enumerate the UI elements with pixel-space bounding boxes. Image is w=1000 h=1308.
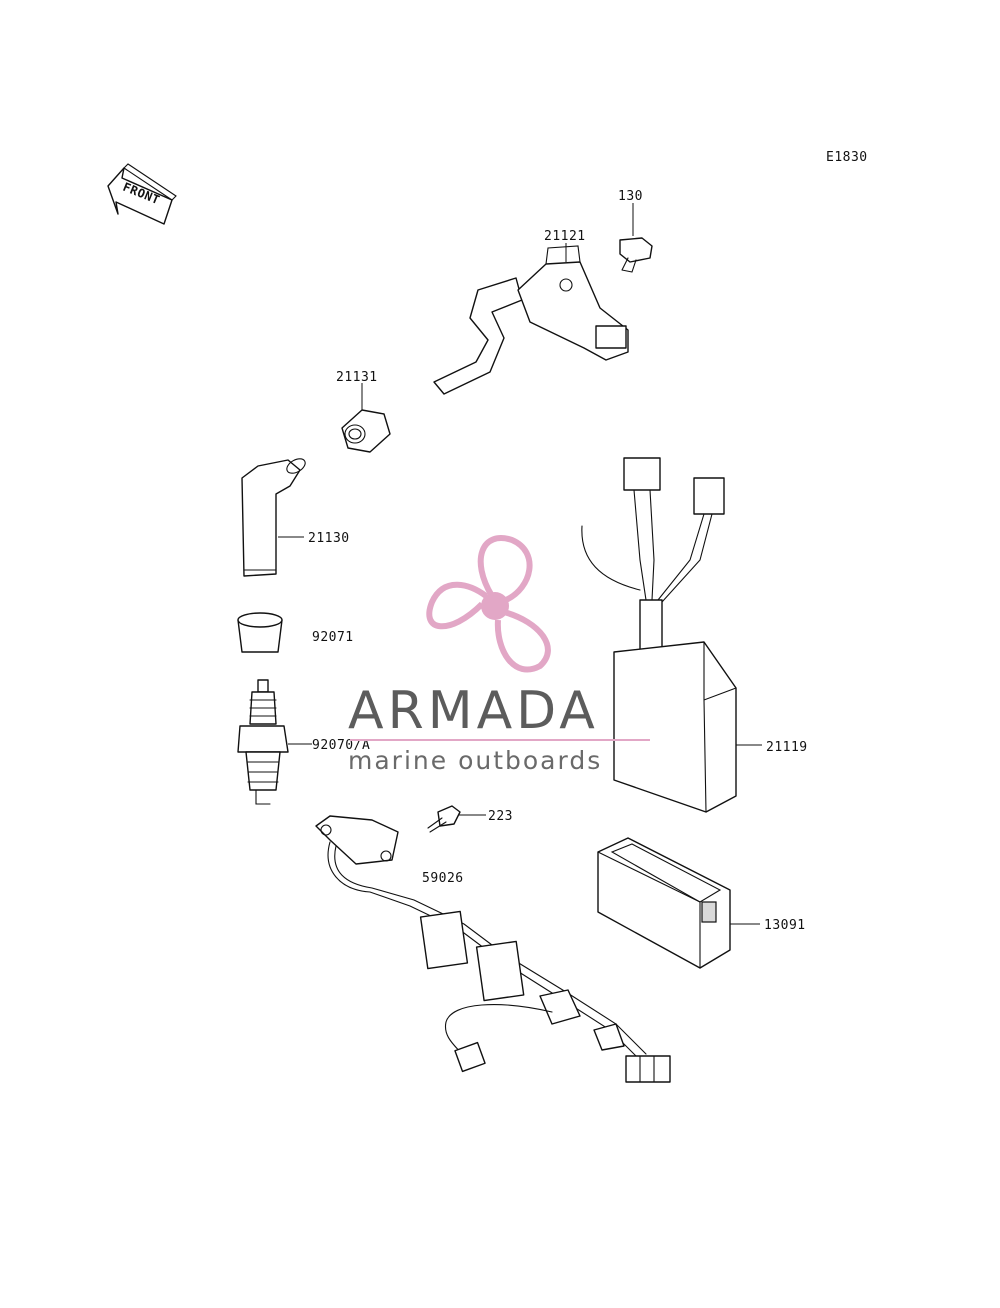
- part-label-21130: 21130: [308, 531, 350, 546]
- watermark-tagline: marine outboards: [348, 746, 602, 775]
- bolt-130[interactable]: 130: [618, 189, 653, 273]
- watermark-brand: ARMADA: [348, 681, 599, 741]
- spark-plug-92070a[interactable]: 92070/A: [237, 679, 370, 805]
- ignition-coil-21121[interactable]: 21121: [433, 229, 629, 395]
- part-label-21131: 21131: [336, 370, 378, 385]
- part-label-13091: 13091: [764, 918, 806, 933]
- seal-92071[interactable]: 92071: [237, 612, 354, 653]
- part-label-223: 223: [488, 809, 513, 824]
- propeller-logo-icon: [426, 535, 551, 673]
- part-label-21119: 21119: [766, 740, 808, 755]
- cap-21131[interactable]: 21131: [336, 370, 391, 453]
- screw-223[interactable]: 223: [427, 805, 513, 833]
- part-label-92070a: 92070/A: [312, 738, 370, 753]
- igniter-21119[interactable]: 21119: [581, 457, 808, 813]
- part-label-92071: 92071: [312, 630, 354, 645]
- diagram-code: E1830: [826, 150, 868, 165]
- part-label-21121: 21121: [544, 229, 586, 244]
- plug-cap-21130[interactable]: 21130: [241, 456, 350, 577]
- front-arrow-icon: FRONT: [107, 163, 177, 225]
- part-label-59026: 59026: [422, 871, 464, 886]
- case-13091[interactable]: 13091: [597, 837, 806, 969]
- armada-watermark: ARMADA marine outboards: [348, 535, 650, 775]
- harness-59026[interactable]: 59026: [315, 815, 671, 1083]
- part-label-130: 130: [618, 189, 643, 204]
